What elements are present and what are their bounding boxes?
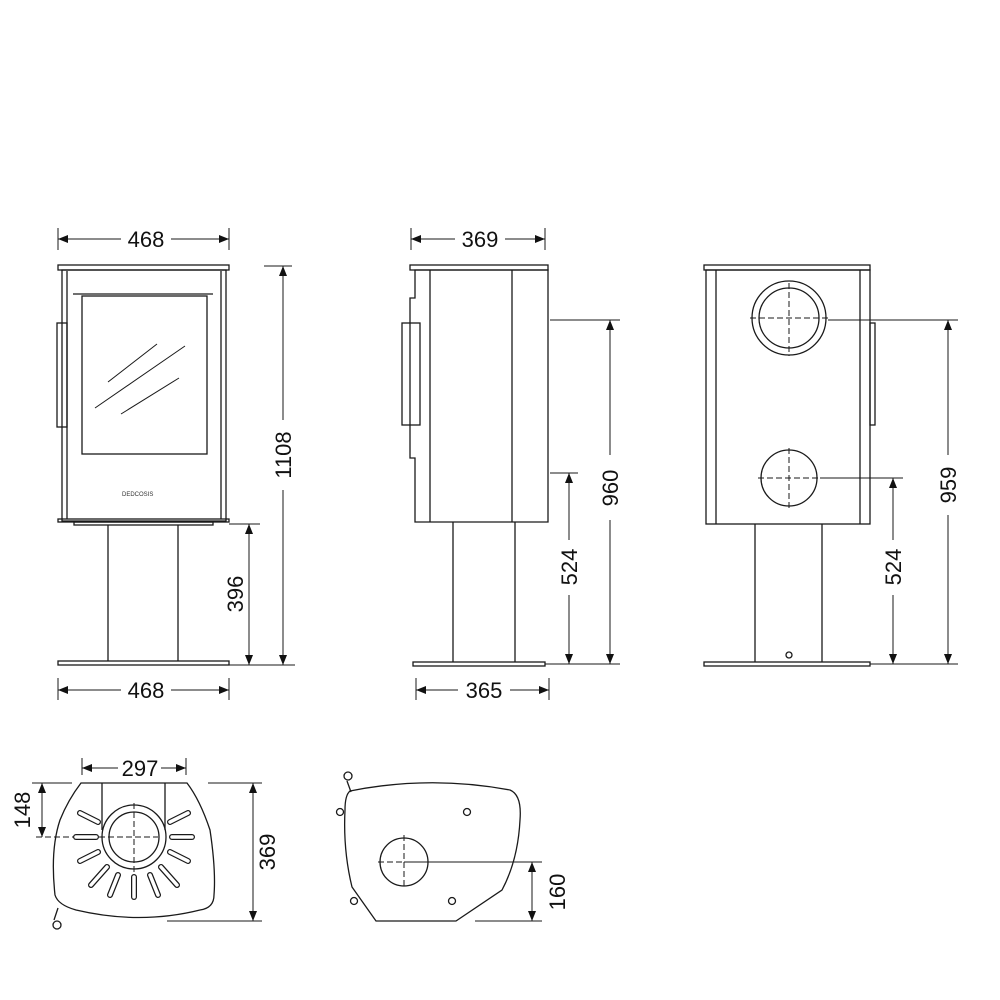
dim-depth-top: 369 bbox=[462, 227, 499, 252]
grate-plate bbox=[52, 782, 216, 919]
dim-width-base: 468 bbox=[128, 678, 165, 703]
stove-body bbox=[61, 269, 227, 522]
dim-flue-rear-height: 524 bbox=[557, 549, 582, 586]
dim-grate-width: 297 bbox=[122, 756, 159, 781]
base-plate-view: 160 bbox=[335, 771, 570, 922]
side-view: 369 960 524 365 bbox=[401, 227, 623, 703]
glass-reflection bbox=[94, 343, 186, 415]
top-plate bbox=[57, 264, 230, 271]
dim-grate-depth: 369 bbox=[255, 834, 280, 871]
pedestal bbox=[107, 525, 179, 661]
grate-slots bbox=[73, 810, 195, 900]
dim-pedestal-height: 396 bbox=[223, 576, 248, 613]
side-handle bbox=[401, 322, 421, 426]
door-handle bbox=[56, 322, 68, 428]
base-knob bbox=[343, 771, 353, 781]
rear-body bbox=[705, 269, 871, 525]
dim-flue-top-height: 960 bbox=[598, 470, 623, 507]
bottom-trim bbox=[73, 521, 214, 526]
dim-grate-offset: 148 bbox=[10, 792, 35, 829]
grate-top-view: 297 148 369 bbox=[10, 756, 280, 930]
dim-depth-base: 365 bbox=[466, 678, 503, 703]
grate-knob bbox=[52, 920, 62, 930]
base-plate bbox=[57, 660, 230, 666]
rear-view: 959 524 bbox=[703, 264, 961, 667]
dim-base-offset: 160 bbox=[545, 874, 570, 911]
front-view: DEDCOSIS 468 1108 396 468 bbox=[56, 227, 296, 703]
dim-rear-flue-top-height: 959 bbox=[936, 467, 961, 504]
base-plate-outline bbox=[344, 782, 521, 922]
brand-plate: DEDCOSIS bbox=[122, 492, 153, 498]
dim-height-total: 1108 bbox=[271, 431, 296, 478]
side-body bbox=[409, 269, 549, 523]
body-edges bbox=[66, 271, 222, 519]
glass-window bbox=[81, 295, 208, 455]
dim-width-top: 468 bbox=[128, 227, 165, 252]
dim-rear-flue-rear-height: 524 bbox=[881, 549, 906, 586]
side-pedestal bbox=[452, 522, 516, 662]
